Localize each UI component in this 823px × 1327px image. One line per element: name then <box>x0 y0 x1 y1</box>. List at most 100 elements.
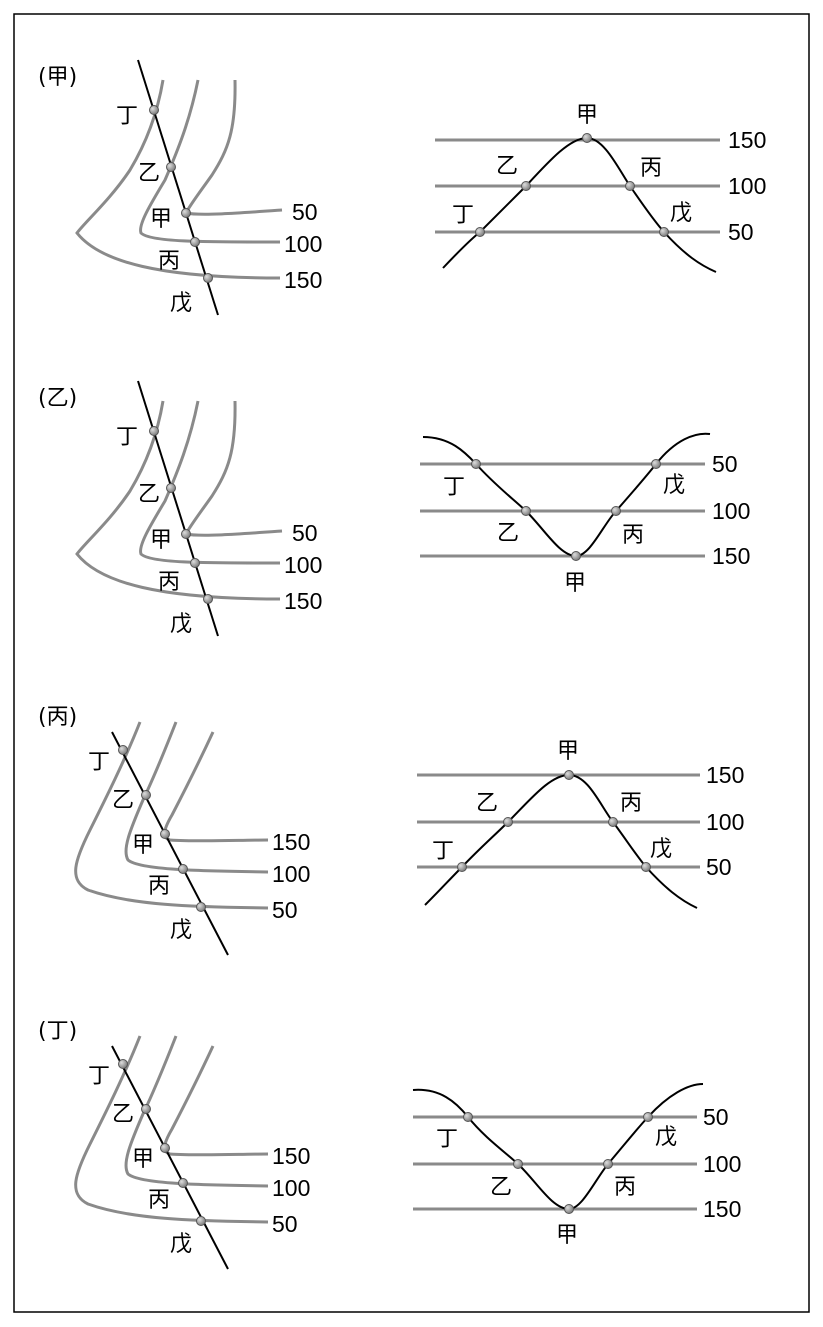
point-marker <box>643 1112 653 1122</box>
panel-title: (甲) <box>38 65 77 90</box>
point-marker <box>181 208 191 218</box>
point-marker <box>160 829 170 839</box>
point-label: 乙 <box>497 521 519 546</box>
point-marker <box>503 817 513 827</box>
point-marker <box>203 273 213 283</box>
point-label: 乙 <box>138 161 160 186</box>
contour-value-label: 100 <box>284 231 322 257</box>
outer-frame <box>13 13 810 1313</box>
point-marker <box>149 105 159 115</box>
contour-line <box>74 721 269 910</box>
contour-value-label: 150 <box>284 267 322 293</box>
panel-1: (甲)50100150甲乙丙丁戊15010050甲乙丙丁戊 <box>38 59 766 316</box>
elevation-label: 100 <box>728 173 766 199</box>
point-label: 丁 <box>432 839 454 864</box>
contour-value-label: 50 <box>292 199 318 225</box>
panel-2: (乙)50100150甲乙丙丁戊50100150甲乙丙丁戊 <box>38 380 750 637</box>
elevation-label: 50 <box>703 1104 729 1130</box>
point-marker <box>521 181 531 191</box>
elevation-label: 150 <box>706 762 744 788</box>
contour-value-label: 100 <box>272 861 310 887</box>
profile-section: 150 100 50 甲乙 丙丁 戊 <box>417 739 744 909</box>
point-label: 丁 <box>116 425 138 450</box>
point-marker <box>160 1143 170 1153</box>
point-marker <box>608 817 618 827</box>
contour-value-label: 150 <box>272 829 310 855</box>
point-label: 丙 <box>614 1175 636 1200</box>
contour-line <box>183 400 283 537</box>
point-label: 丙 <box>640 156 662 181</box>
point-label: 戊 <box>170 612 192 637</box>
point-label: 丁 <box>88 750 110 775</box>
contour-value-label: 100 <box>272 1175 310 1201</box>
profile-section: 50100150甲乙丙丁戊 <box>420 432 750 596</box>
point-marker <box>166 162 176 172</box>
point-label: 丙 <box>158 249 180 274</box>
point-label: 丙 <box>148 874 170 899</box>
panel-title: (乙) <box>38 386 77 411</box>
point-label: 甲 <box>132 1147 154 1172</box>
contour-line <box>163 1045 269 1157</box>
point-label: 乙 <box>112 788 134 813</box>
point-label: 丙 <box>148 1188 170 1213</box>
point-label: 丁 <box>443 475 465 500</box>
point-marker <box>149 426 159 436</box>
point-marker <box>564 770 574 780</box>
point-label: 甲 <box>556 1223 578 1248</box>
point-label: 丙 <box>158 570 180 595</box>
elevation-label: 150 <box>712 543 750 569</box>
point-label: 丁 <box>88 1064 110 1089</box>
point-marker <box>178 1178 188 1188</box>
point-marker <box>181 529 191 539</box>
point-marker <box>475 227 485 237</box>
elevation-label: 100 <box>712 498 750 524</box>
contour-value-label: 50 <box>272 897 298 923</box>
point-marker <box>611 506 621 516</box>
point-label: 乙 <box>112 1102 134 1127</box>
point-label: 甲 <box>564 571 586 596</box>
point-marker <box>141 1104 151 1114</box>
contour-line <box>74 1035 269 1224</box>
contour-value-label: 150 <box>284 588 322 614</box>
point-label: 戊 <box>170 291 192 316</box>
elevation-label: 50 <box>706 854 732 880</box>
point-marker <box>118 1059 128 1069</box>
section-line <box>137 59 219 316</box>
point-label: 丙 <box>620 791 642 816</box>
point-label: 戊 <box>650 837 672 862</box>
point-marker <box>625 181 635 191</box>
contour-map: (丙) 150 100 50 甲乙丙 丁戊 <box>38 705 310 956</box>
point-label: 乙 <box>476 791 498 816</box>
elevation-label: 50 <box>712 451 738 477</box>
point-marker <box>603 1159 613 1169</box>
point-label: 甲 <box>557 739 579 764</box>
elevation-label: 150 <box>728 127 766 153</box>
point-label: 戊 <box>170 918 192 943</box>
point-marker <box>141 790 151 800</box>
point-label: 丁 <box>436 1127 458 1152</box>
profile-section: 15010050甲乙丙丁戊 <box>435 103 766 273</box>
contour-value-label: 50 <box>292 520 318 546</box>
contour-value-label: 100 <box>284 552 322 578</box>
point-marker <box>166 483 176 493</box>
panel-3: (丙)15010050甲乙丙丁戊15010050甲乙丙丁戊 <box>38 705 744 956</box>
point-label: 甲 <box>132 833 154 858</box>
point-label: 甲 <box>150 207 172 232</box>
point-marker <box>190 558 200 568</box>
point-marker <box>463 1112 473 1122</box>
point-marker <box>190 237 200 247</box>
profile-section: 50100150甲乙丙丁戊 <box>412 1083 741 1248</box>
point-marker <box>471 459 481 469</box>
point-marker <box>564 1204 574 1214</box>
point-label: 戊 <box>670 201 692 226</box>
elevation-label: 100 <box>706 809 744 835</box>
elevation-label: 150 <box>703 1196 741 1222</box>
contour-value-label: 150 <box>272 1143 310 1169</box>
section-line <box>137 380 219 637</box>
point-label: 甲 <box>150 528 172 553</box>
panel-title: (丙) <box>38 705 77 730</box>
point-marker <box>641 862 651 872</box>
